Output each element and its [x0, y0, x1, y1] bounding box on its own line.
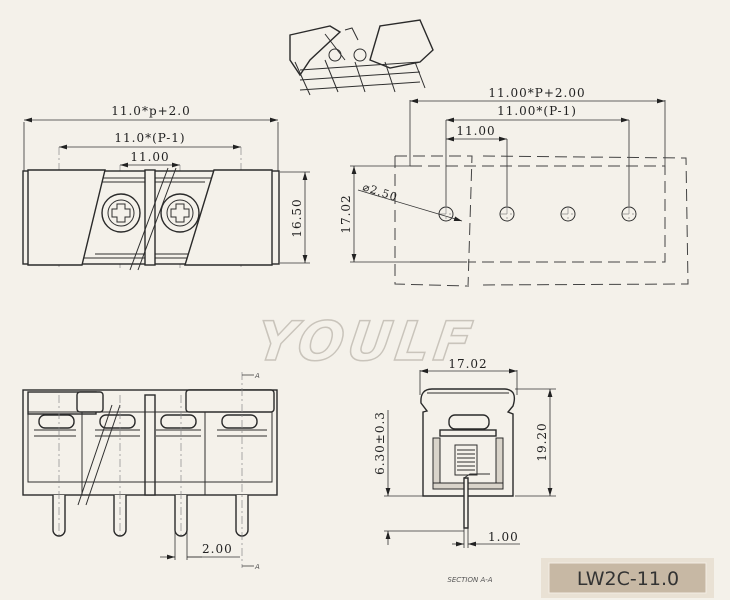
screw-heads — [34, 414, 267, 437]
section-caption: SECTION A-A — [447, 576, 492, 584]
top-view: 11.0*p+2.0 11.0*(P-1) 11.00 16.50 — [22, 104, 310, 271]
hole-diameter-dim: ⌀2.50 — [361, 180, 399, 204]
pin-dim: 2.00 — [202, 542, 233, 556]
pin-length-dim: 6.30±0.3 — [373, 411, 387, 475]
pitch-dim: 11.00 — [130, 150, 169, 164]
section-view: 17.02 19.20 6.30±0.3 1.00 SECTION A-A — [373, 357, 556, 584]
height-dim: 16.50 — [290, 198, 304, 237]
overall-width-dim: 11.0*p+2.0 — [111, 104, 191, 118]
pcb-pitch-span-dim: 11.00*(P-1) — [497, 104, 577, 118]
pcb-depth-dim: 17.02 — [339, 194, 353, 233]
part-number: LW2C-11.0 — [577, 568, 679, 590]
pins — [52, 495, 249, 537]
isometric-view — [289, 19, 434, 96]
brand-logo-watermark: YOULF — [253, 310, 480, 373]
pcb-pitch-dim: 11.00 — [456, 124, 495, 138]
section-height-dim: 19.20 — [535, 422, 549, 461]
side-view: A A 2.00 — [22, 372, 278, 571]
part-label: LW2C-11.0 — [541, 558, 714, 598]
section-width-dim: 17.02 — [448, 357, 487, 371]
pcb-holes — [438, 206, 637, 222]
pcb-overall-dim: 11.00*P+2.00 — [488, 86, 585, 100]
pitch-span-dim: 11.0*(P-1) — [114, 131, 185, 145]
pin-width-dim: 1.00 — [488, 530, 519, 544]
pcb-layout-view: 11.00*P+2.00 11.00*(P-1) 11.00 ⌀2.50 17.… — [339, 86, 689, 288]
section-mark-top: A — [254, 372, 260, 380]
section-mark-bottom: A — [254, 563, 260, 571]
